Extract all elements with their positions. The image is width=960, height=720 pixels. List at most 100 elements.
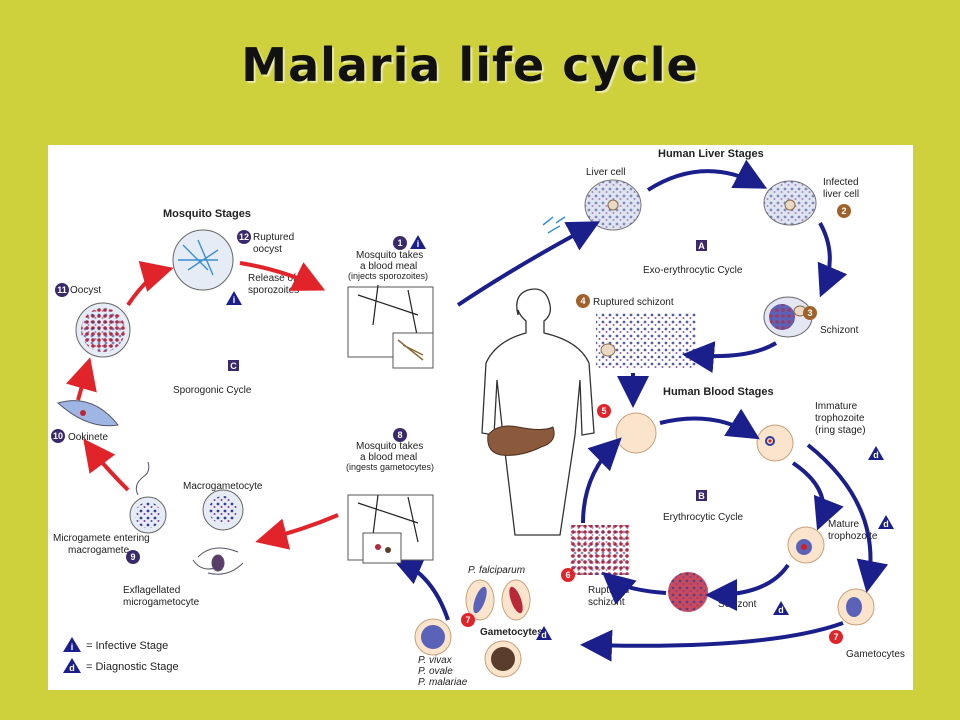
arrow-bite-to-gametes <box>255 513 339 550</box>
badge-12-num: 12 <box>239 232 249 242</box>
badge-1 <box>393 236 407 250</box>
badge-7-left <box>461 613 475 627</box>
oocyst-label: Oocyst <box>70 285 101 296</box>
oocyst <box>75 302 131 358</box>
immature-trophozoite-label-2: trophozoite <box>815 413 865 424</box>
ruptured-oocyst-label-2: oocyst <box>253 244 282 255</box>
legend-infective-icon <box>63 637 81 652</box>
badge-7-right-num: 7 <box>833 632 838 642</box>
liver-cell <box>584 179 642 231</box>
legend: i = Infective Stage d = Diagnostic Stage <box>63 637 179 673</box>
infective-badge-1-letter: i <box>417 239 420 249</box>
liver-schizont-label: Schizont <box>820 325 859 336</box>
blood-schizont <box>668 572 708 612</box>
badge-4-num: 4 <box>580 296 585 306</box>
mosquito-1-label-2: a blood meal <box>360 261 417 272</box>
arrow-zygote-to-ookinete <box>83 438 130 492</box>
slide-title: Malaria life cycle <box>241 38 699 92</box>
badge-8-num: 8 <box>397 430 402 440</box>
cycle-a-letter: A <box>698 241 705 251</box>
gametocytes-label: Gametocytes <box>480 627 543 638</box>
liver-schizont <box>763 296 813 338</box>
badge-5 <box>597 404 611 418</box>
diagram-panel: Human Liver Stages Human Blood Stages Mo… <box>48 145 913 690</box>
liver-stages-heading: Human Liver Stages <box>658 148 764 160</box>
badge-3 <box>803 306 817 320</box>
legend-infective-letter: i <box>71 642 74 652</box>
blood-gametocytes-label: Gametocytes <box>846 649 905 660</box>
mosquito-8-label-3: (ingests gametocytes) <box>346 462 434 472</box>
badge-9-num: 9 <box>130 552 135 562</box>
legend-diagnostic-letter: d <box>69 663 75 673</box>
exflagellated-label-2: microgametocyte <box>123 597 200 608</box>
badge-7-right <box>829 630 843 644</box>
badge-9 <box>126 550 140 564</box>
infected-liver-cell <box>763 180 817 226</box>
gametocytes-others <box>414 618 522 678</box>
arrow-blood-3 <box>705 563 790 611</box>
p-vivax-label: P. vivax <box>418 655 453 666</box>
badge-8 <box>393 428 407 442</box>
mosquito-8-label-1: Mosquito takes <box>356 441 423 452</box>
arrow-liver-1 <box>646 159 768 192</box>
microgamete-label-2: macrogamete <box>68 545 130 556</box>
diagnostic-badge-immature-letter: d <box>873 450 879 460</box>
p-ovale-label: P. ovale <box>418 666 453 677</box>
microgamete-entering <box>129 461 167 534</box>
arrow-blood-4 <box>601 571 667 605</box>
mosquito-8-label-2: a blood meal <box>360 452 417 463</box>
ruptured-blood-schizont <box>570 525 630 575</box>
badge-5-num: 5 <box>601 406 606 416</box>
ookinete-label: Ookinete <box>68 432 108 443</box>
exflagellated-microgametocyte <box>192 547 244 575</box>
ruptured-schizont-label: Ruptured schizont <box>593 297 674 308</box>
diagnostic-badge-schizont <box>773 601 789 615</box>
arrow-liver-2 <box>817 222 848 298</box>
infected-liver-cell-label-2: liver cell <box>823 189 859 200</box>
human-figure-icon <box>481 288 595 536</box>
badge-6 <box>561 568 575 582</box>
arrow-ookinete-to-oocyst <box>66 357 97 401</box>
infective-badge-1 <box>410 235 426 249</box>
liver-organ-icon <box>487 425 555 456</box>
ruptured-schizont-liver <box>596 313 696 368</box>
immature-trophozoite-label-3: (ring stage) <box>815 425 866 436</box>
macrogametocyte-label: Macrogametocyte <box>183 481 263 492</box>
p-malariae-label: P. malariae <box>418 677 468 688</box>
mosquito-bite-panel-1 <box>347 284 434 369</box>
arrow-to-mosquito-8 <box>390 554 450 621</box>
cycle-b-box <box>696 490 707 501</box>
ruptured-oocyst-label-1: Ruptured <box>253 232 294 243</box>
cycle-c-name: Sporogonic Cycle <box>173 385 252 396</box>
badge-1-num: 1 <box>397 238 402 248</box>
arrow-blood-1 <box>659 408 760 440</box>
ruptured-blood-schizont-label-2: schizont <box>588 597 625 608</box>
cycle-a-box <box>696 240 707 251</box>
mature-trophozoite-label-1: Mature <box>828 519 860 530</box>
cycle-c-box <box>228 360 239 371</box>
mosquito-stages-heading: Mosquito Stages <box>163 208 251 220</box>
badge-12 <box>237 230 251 244</box>
arrow-liver-3 <box>682 341 778 373</box>
infected-liver-cell-label-1: Infected <box>823 177 859 188</box>
badge-6-num: 6 <box>565 570 570 580</box>
arrow-to-liver <box>456 221 601 307</box>
arrow-gametocytes-left <box>580 621 844 662</box>
microgamete-label-1: Microgamete entering <box>53 533 150 544</box>
badge-2 <box>837 204 851 218</box>
cycle-b-name: Erythrocytic Cycle <box>663 512 743 523</box>
arrow-blood-5 <box>581 437 622 524</box>
mature-trophozoite <box>787 526 825 564</box>
badge-3-num: 3 <box>807 308 812 318</box>
immature-trophozoite-label-1: Immature <box>815 401 858 412</box>
release-label-2: sporozoites <box>248 285 299 296</box>
immature-trophozoite <box>756 424 794 462</box>
p-falciparum-label: P. falciparum <box>468 565 525 576</box>
diagnostic-badge-mature <box>878 515 894 529</box>
ruptured-oocyst <box>172 229 234 291</box>
diagnostic-badge-gametocytes-letter: d <box>541 630 547 640</box>
arrow-blood-2 <box>791 461 844 531</box>
badge-2-num: 2 <box>841 206 846 216</box>
badge-10-num: 10 <box>53 431 63 441</box>
